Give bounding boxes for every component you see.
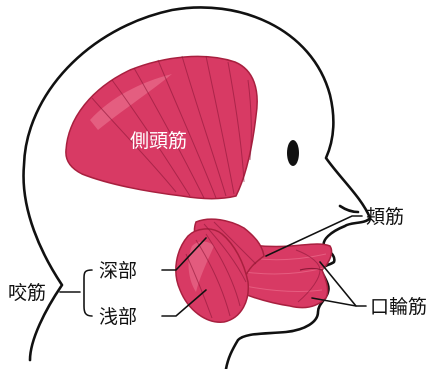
masseter-superficial-label: 浅部 <box>99 306 137 328</box>
buccinator-label: 頬筋 <box>366 206 404 228</box>
eye <box>287 140 299 166</box>
temporalis-label: 側頭筋 <box>130 130 187 152</box>
masseter-label: 咬筋 <box>8 282 46 304</box>
orbicularis-oris-label: 口輪筋 <box>370 296 427 318</box>
masseter-bracket <box>60 270 92 316</box>
masseter-deep-label: 深部 <box>99 260 137 282</box>
nostril-outline <box>340 206 358 212</box>
temporalis-muscle: 側頭筋 <box>66 56 257 199</box>
